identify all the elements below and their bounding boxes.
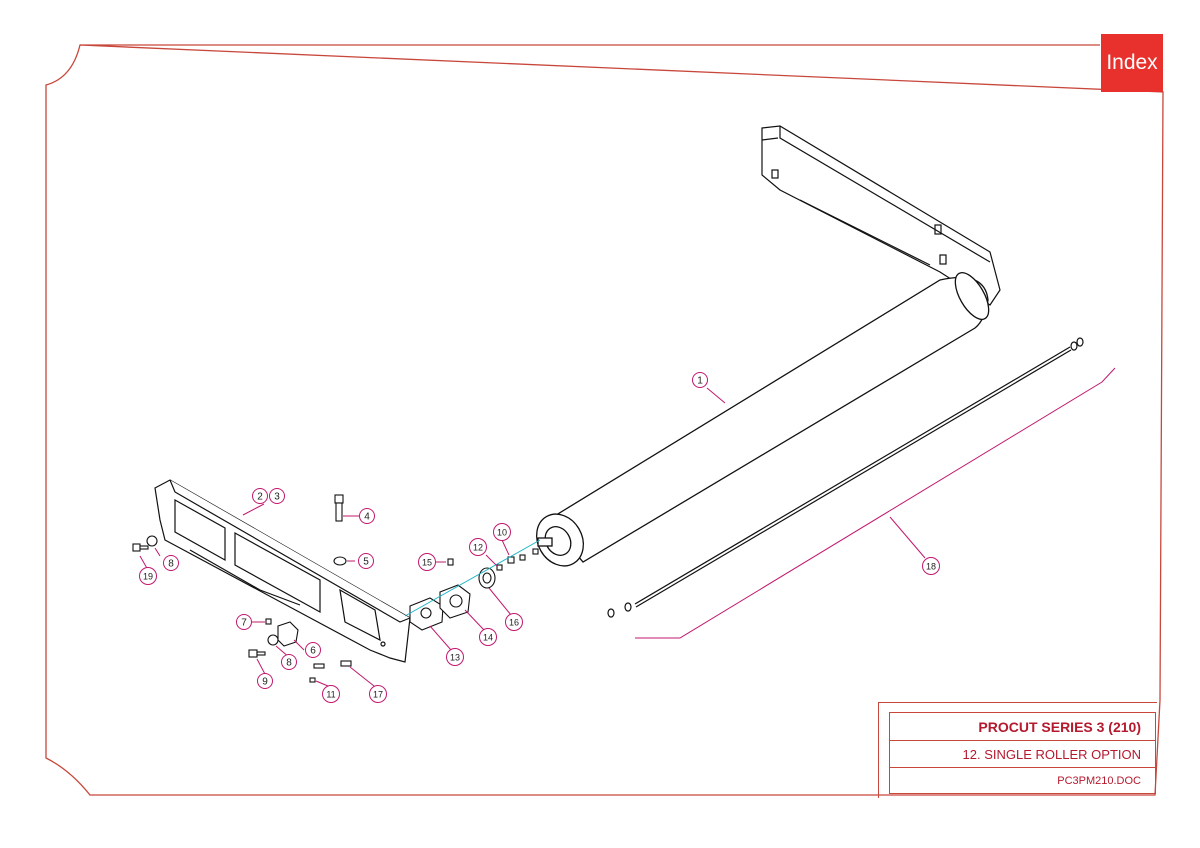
series-name: PROCUT SERIES 3 (210)	[890, 713, 1155, 741]
callout-circle	[236, 614, 252, 630]
callout-number: 11	[326, 690, 335, 700]
callout-circle	[305, 642, 321, 658]
callout-circle	[257, 673, 273, 689]
callout-19: 19	[139, 567, 157, 585]
callout-14: 14	[479, 628, 497, 646]
callout-number: 13	[450, 653, 460, 663]
callout-number: 16	[509, 618, 519, 628]
callout-circle	[418, 553, 436, 571]
callout-number: 4	[364, 512, 370, 523]
callout-circle	[269, 488, 285, 504]
callout-5: 5	[358, 553, 374, 569]
index-button[interactable]: Index	[1101, 34, 1163, 92]
callout-3: 3	[269, 488, 285, 504]
callout-circle	[163, 555, 179, 571]
callout-number: 8	[286, 658, 292, 669]
callout-number: 6	[310, 646, 316, 657]
callout-circle	[446, 648, 464, 666]
callout-13: 13	[446, 648, 464, 666]
callout-6: 6	[305, 642, 321, 658]
callout-15: 15	[418, 553, 436, 571]
callout-circle	[692, 372, 708, 388]
hardware-parts	[132, 494, 539, 683]
title-block: PROCUT SERIES 3 (210) 12. SINGLE ROLLER …	[889, 712, 1156, 794]
callout-number: 15	[422, 558, 432, 568]
callout-circle	[322, 685, 340, 703]
callout-18: 18	[922, 557, 940, 575]
callout-11: 11	[322, 685, 340, 703]
callout-number: 18	[926, 562, 936, 572]
callout-number: 12	[473, 543, 483, 553]
callout-9: 9	[257, 673, 273, 689]
callout-number: 5	[363, 557, 369, 568]
callout-circle	[139, 567, 157, 585]
leader-18	[635, 367, 1116, 639]
roller	[535, 272, 990, 567]
tie-rod	[607, 337, 1084, 618]
front-bracket	[154, 479, 411, 663]
callout-7: 7	[236, 614, 252, 630]
callout-circle	[281, 654, 297, 670]
callout-number: 1	[697, 376, 703, 387]
callout-circle	[369, 685, 387, 703]
callout-circle	[493, 523, 511, 541]
callout-circle	[358, 553, 374, 569]
callout-12: 12	[469, 538, 487, 556]
document-number: PC3PM210.DOC	[1057, 775, 1141, 787]
callout-number: 8	[168, 559, 174, 570]
callout-circle	[469, 538, 487, 556]
callout-10: 10	[493, 523, 511, 541]
callout-number: 9	[262, 677, 268, 688]
callout-number: 19	[143, 572, 153, 582]
callout-circle	[359, 508, 375, 524]
callout-8a: 8	[163, 555, 179, 571]
callout-number: 10	[497, 528, 507, 538]
callout-8b: 8	[281, 654, 297, 670]
callout-number: 14	[483, 633, 493, 643]
callout-number: 3	[274, 492, 280, 503]
callout-number: 2	[257, 492, 263, 503]
callout-1: 1	[692, 372, 708, 388]
callout-circle	[505, 613, 523, 631]
drawing-title: 12. SINGLE ROLLER OPTION	[890, 741, 1155, 768]
callout-number: 7	[241, 618, 247, 629]
callout-circle	[252, 488, 268, 504]
callout-17: 17	[369, 685, 387, 703]
callout-circle	[922, 557, 940, 575]
callout-circle	[479, 628, 497, 646]
rear-bracket	[761, 125, 1001, 306]
assembly-centreline	[404, 539, 541, 617]
callout-4: 4	[359, 508, 375, 524]
title-block-frame	[878, 702, 1157, 798]
callout-2: 2	[252, 488, 268, 504]
drawing-frame	[45, 44, 1164, 796]
callout-16: 16	[505, 613, 523, 631]
callout-number: 17	[373, 690, 383, 700]
